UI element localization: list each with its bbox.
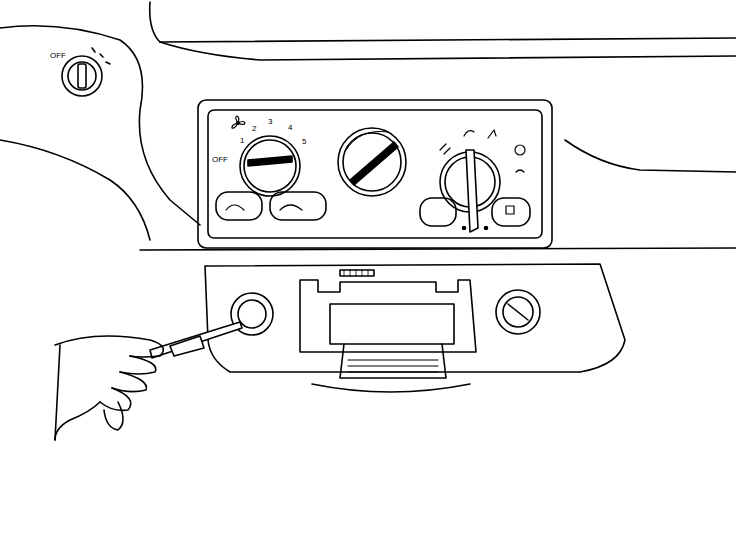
dash-left-contour [0,26,200,225]
switch-position-label: OFF [50,52,66,60]
power-outlet-cap [503,297,533,327]
indicator-dot [485,227,488,230]
button-icons [226,205,302,210]
temp-knob [338,128,406,196]
ignition-cylinder [68,62,96,90]
hand [55,336,163,440]
left-mode-button [420,198,456,226]
temp-knob-pointer [350,142,398,185]
ashtray-spring [340,270,374,276]
ashtray-grip [348,360,438,372]
temp-knob-inner [343,133,401,191]
rear-defrost-button [492,198,530,226]
ignition-ticks [92,48,110,64]
ashtray-housing [300,280,476,352]
mode-icon-defrost-rear [516,170,524,172]
temp-knob-ridge [346,131,388,150]
fan-speed-label: 5 [302,138,306,146]
recirc-button [270,192,326,220]
ashtray-tray [330,304,454,344]
mode-icon-defrost [515,145,525,155]
power-outlet-bezel [496,290,540,334]
hvac-panel-bezel [208,110,542,238]
cap-tab [508,304,528,320]
mode-icon-bilevel [464,131,474,136]
ignition-bezel [62,56,102,96]
mode-knob-pointer [466,150,478,232]
fan-speed-label: OFF [212,156,228,164]
ashtray-front [340,344,446,378]
fan-speed-label: 2 [252,125,256,133]
spring-coils [344,270,368,276]
fan-speed-label: 3 [268,118,272,126]
fan-icon [232,116,245,128]
rear-defrost-icon [506,206,514,214]
console-lower-curve [312,384,470,392]
fan-knob [240,136,300,196]
fan-knob-inner [244,140,296,192]
hvac-panel-outer [198,100,552,248]
key-slot [78,64,86,88]
fan-speed-label: 1 [240,137,244,145]
indicator-dot [463,227,466,230]
mode-icon-vent [440,144,450,154]
dash-trim-line [160,42,736,60]
dash-left-lower [0,140,150,240]
dash-top-edge [150,2,736,42]
dash-right-contour [565,140,736,172]
mode-icon-floor [488,130,496,138]
lighter-socket [238,300,266,328]
dash-lower-edge [140,248,736,250]
fan-knob-pointer [248,156,292,166]
removal-tool [150,322,242,358]
console-bezel [205,264,625,372]
tool-handle [170,336,204,356]
fan-speed-label: 4 [288,124,292,132]
